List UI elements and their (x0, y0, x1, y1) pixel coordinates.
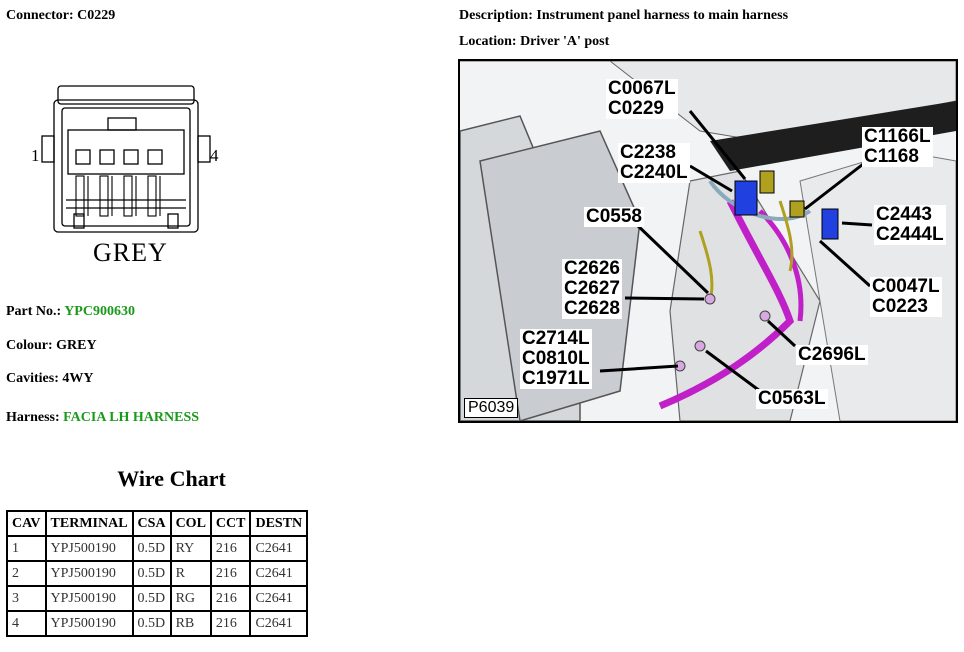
connector-field: Connector: C0229 (6, 8, 115, 24)
cell-cct: 216 (209, 535, 252, 562)
table-row: 2 YPJ500190 0.5D R 216 C2641 (6, 560, 309, 587)
description-label: Description: (459, 8, 533, 23)
callout-c2238-c2240l: C2238 C2240L (618, 142, 690, 183)
col-header-cav: CAV (6, 510, 47, 537)
cell-destn: C2641 (249, 610, 309, 637)
col-header-csa: CSA (131, 510, 172, 537)
cell-terminal: YPJ500190 (44, 585, 134, 612)
cell-col: RB (169, 610, 212, 637)
cell-terminal: YPJ500190 (44, 535, 134, 562)
colour-field: Colour: GREY (6, 338, 97, 354)
col-header-col: COL (169, 510, 212, 537)
callout-c0563l: C0563L (756, 388, 828, 409)
cell-cav: 1 (6, 535, 47, 562)
callout-c1166l-c1168: C1166L C1168 (862, 126, 933, 167)
wire-chart-title: Wire Chart (117, 466, 226, 491)
cavities-value: 4WY (62, 371, 94, 386)
connector-value: C0229 (77, 8, 116, 23)
cavities-label: Cavities: (6, 371, 59, 386)
cell-cav: 4 (6, 610, 47, 637)
col-header-destn: DESTN (249, 510, 309, 537)
description-value: Instrument panel harness to main harness (536, 8, 789, 23)
cavities-field: Cavities: 4WY (6, 371, 94, 387)
col-header-cct: CCT (209, 510, 252, 537)
cell-cav: 3 (6, 585, 47, 612)
part-no-label: Part No.: (6, 304, 62, 319)
connector-label: Connector: (6, 8, 74, 23)
connector-face-diagram (41, 85, 211, 233)
pin-4-label: 4 (210, 146, 219, 165)
cell-col: RY (169, 535, 212, 562)
part-no-link[interactable]: YPC900630 (64, 304, 135, 319)
cell-csa: 0.5D (131, 610, 172, 637)
table-row: 3 YPJ500190 0.5D RG 216 C2641 (6, 585, 309, 612)
callout-c2626-c2627-c2628: C2626 C2627 C2628 (562, 258, 622, 319)
colour-label: Colour: (6, 338, 53, 353)
cell-cct: 216 (209, 560, 252, 587)
harness-label: Harness: (6, 410, 60, 425)
callout-c0067l-c0229: C0067L C0229 (606, 78, 678, 119)
callout-c2696l: C2696L (796, 344, 868, 365)
harness-field: Harness: FACIA LH HARNESS (6, 410, 199, 426)
cell-destn: C2641 (249, 535, 309, 562)
col-header-terminal: TERMINAL (44, 510, 134, 537)
cell-col: RG (169, 585, 212, 612)
callout-c2443-c2444l: C2443 C2444L (874, 204, 946, 245)
table-row: 4 YPJ500190 0.5D RB 216 C2641 (6, 610, 309, 637)
location-value: Driver 'A' post (520, 34, 610, 49)
cell-terminal: YPJ500190 (44, 560, 134, 587)
wire-chart-table: CAV TERMINAL CSA COL CCT DESTN 1 YPJ5001… (6, 510, 309, 637)
cell-destn: C2641 (249, 560, 309, 587)
callout-c0047l-c0223: C0047L C0223 (870, 276, 942, 317)
part-no-field: Part No.: YPC900630 (6, 304, 135, 320)
cell-csa: 0.5D (131, 535, 172, 562)
location-field: Location: Driver 'A' post (459, 34, 609, 50)
cell-cav: 2 (6, 560, 47, 587)
connector-colour-caption: GREY (93, 238, 168, 267)
cell-destn: C2641 (249, 585, 309, 612)
cell-cct: 216 (209, 610, 252, 637)
cell-terminal: YPJ500190 (44, 610, 134, 637)
callout-c0558: C0558 (584, 206, 644, 227)
colour-value: GREY (56, 338, 97, 353)
wire-chart-header-row: CAV TERMINAL CSA COL CCT DESTN (6, 510, 309, 537)
illustration-code: P6039 (464, 398, 519, 418)
pin-1-label: 1 (31, 146, 40, 165)
cell-col: R (169, 560, 212, 587)
cell-cct: 216 (209, 585, 252, 612)
callout-c2714l-c0810l-c1971l: C2714L C0810L C1971L (520, 328, 592, 389)
location-label: Location: (459, 34, 517, 49)
table-row: 1 YPJ500190 0.5D RY 216 C2641 (6, 535, 309, 562)
harness-link[interactable]: FACIA LH HARNESS (63, 410, 200, 425)
cavity-slots (75, 149, 163, 165)
cell-csa: 0.5D (131, 585, 172, 612)
cell-csa: 0.5D (131, 560, 172, 587)
description-field: Description: Instrument panel harness to… (459, 8, 788, 24)
location-illustration: C0067L C0229 C2238 C2240L C1166L C1168 C… (458, 59, 958, 423)
